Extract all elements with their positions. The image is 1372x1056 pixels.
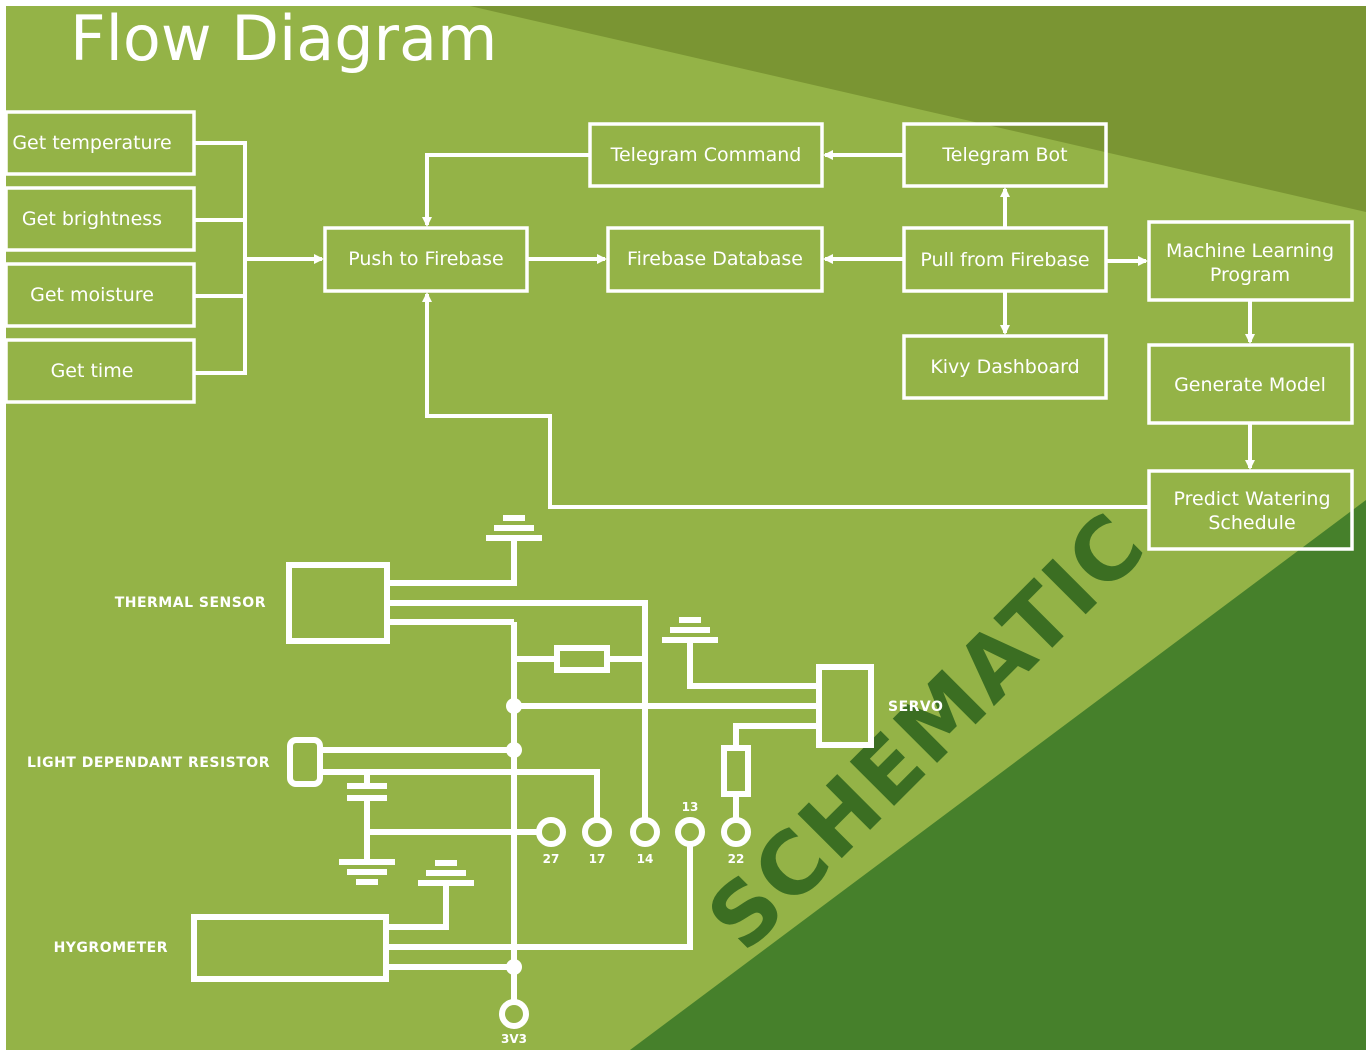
node-firebase-database: Firebase Database	[606, 226, 824, 293]
pin-label-22: 22	[728, 852, 745, 866]
pin-label-13: 13	[682, 800, 699, 814]
node-generate-model-label: Generate Model	[1174, 374, 1326, 396]
node-push-to-firebase-label: Push to Firebase	[348, 248, 503, 270]
pin-3v3	[499, 999, 529, 1029]
node-get-time-label: Get time	[51, 360, 134, 382]
page-title: Flow Diagram	[70, 2, 497, 75]
pin-label-17: 17	[589, 852, 606, 866]
junction-dot	[506, 698, 522, 714]
node-predict-watering-schedule: Predict Watering Schedule	[1147, 469, 1354, 551]
pin-13	[675, 817, 705, 847]
pin-22	[721, 817, 751, 847]
top-right-shade	[470, 6, 1366, 212]
pin-label-14: 14	[637, 852, 654, 866]
node-predict-label-line2: Schedule	[1208, 512, 1295, 534]
node-ml-program-label-line2: Program	[1210, 264, 1290, 286]
node-telegram-command-label: Telegram Command	[610, 144, 802, 166]
label-light-dependant-resistor: LIGHT DEPENDANT RESISTOR	[27, 755, 270, 771]
node-pull-from-firebase-label: Pull from Firebase	[920, 249, 1089, 271]
junction-dot	[506, 959, 522, 975]
arrow-predict-to-push	[422, 292, 1149, 509]
node-ml-program-label-line1: Machine Learning	[1166, 240, 1334, 262]
pin-14	[630, 817, 660, 847]
pin-17	[582, 817, 612, 847]
node-machine-learning-program: Machine Learning Program	[1147, 220, 1354, 302]
node-predict-label-line1: Predict Watering	[1173, 488, 1330, 510]
junction-dot	[506, 742, 522, 758]
ldr-component	[287, 737, 323, 787]
arrow-telegram-command-to-push	[422, 153, 590, 227]
node-firebase-database-label: Firebase Database	[627, 248, 803, 270]
pin-27	[536, 817, 566, 847]
node-get-moisture-label: Get moisture	[30, 284, 154, 306]
schematic-wiring	[320, 538, 819, 1002]
pin-label-3v3: 3V3	[501, 1032, 527, 1046]
label-servo: SERVO	[888, 699, 943, 715]
pin-label-27: 27	[543, 852, 560, 866]
bottom-right-shade	[630, 500, 1366, 1050]
node-get-brightness-label: Get brightness	[22, 208, 162, 230]
node-telegram-bot-label: Telegram Bot	[941, 144, 1067, 166]
label-hygrometer: HYGROMETER	[54, 940, 168, 956]
node-kivy-dashboard: Kivy Dashboard	[902, 334, 1108, 400]
label-thermal-sensor: THERMAL SENSOR	[115, 595, 266, 611]
node-kivy-dashboard-label: Kivy Dashboard	[930, 356, 1079, 378]
node-get-temperature-label: Get temperature	[12, 132, 171, 154]
